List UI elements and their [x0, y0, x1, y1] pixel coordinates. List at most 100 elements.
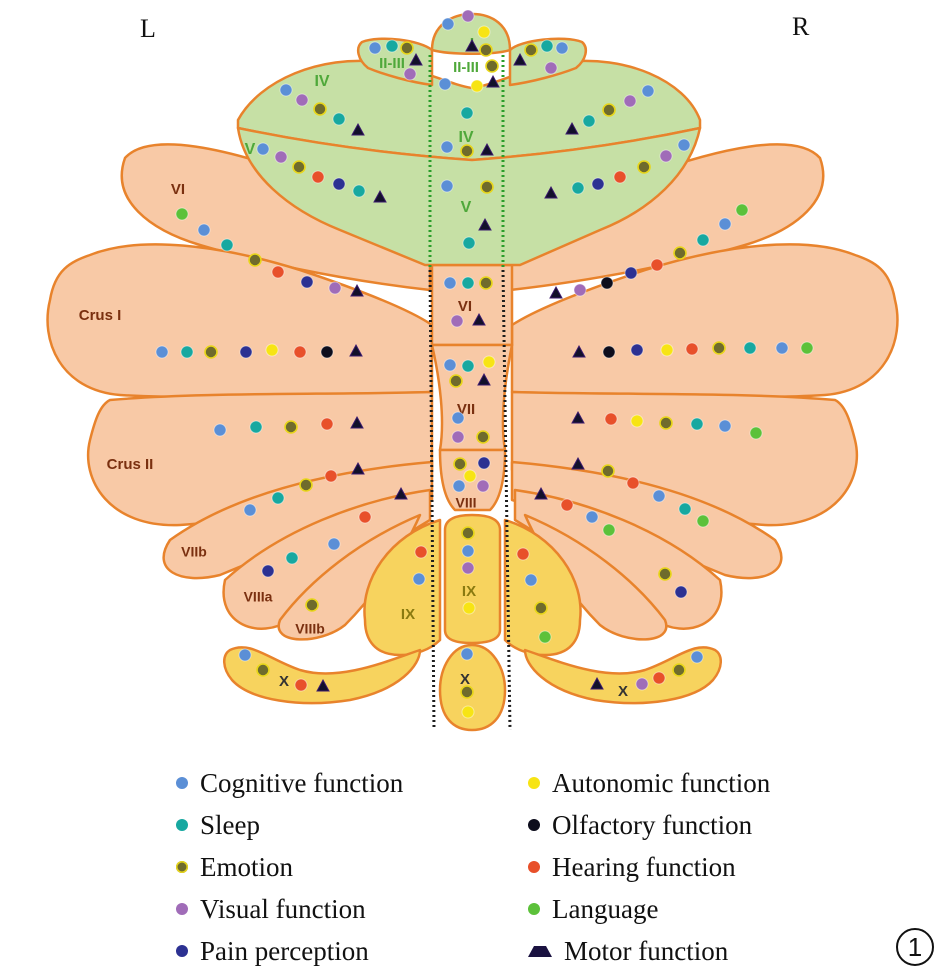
marker-pain-vi-right [624, 266, 638, 280]
legend-label: Language [552, 893, 659, 924]
legend-item-autonomic: Autonomic function [528, 762, 770, 804]
marker-cognitive-crusii-right [718, 419, 732, 433]
marker-visual-viii-vermis [476, 479, 490, 493]
marker-cognitive-v-right [677, 138, 691, 152]
marker-motor-iv-vermis [480, 142, 494, 156]
legend-item-visual: Visual function [176, 888, 403, 930]
marker-emotion-crusi-right [712, 341, 726, 355]
lobule-v-left-right [236, 126, 702, 267]
lobule-label-v-vermis: V [461, 199, 472, 216]
marker-cognitive-crusi-right [775, 341, 789, 355]
legend-label: Cognitive function [200, 767, 404, 798]
lobule-label-ii-iii-left: II-III [379, 55, 405, 72]
marker-emotion-viiib-right [658, 567, 672, 581]
marker-motor-iv-right [565, 121, 579, 135]
lobule-x-vermis [438, 643, 507, 732]
marker-cognitive-viib-left [243, 503, 257, 517]
lobule-label-ii-iii-vermis: II-III [453, 59, 479, 76]
marker-language-viiia-right [602, 523, 616, 537]
marker-emotion-crusii-left [284, 420, 298, 434]
marker-motor-viib-left [351, 461, 365, 475]
marker-motor-viib-right [571, 456, 585, 470]
marker-emotion-i [479, 43, 493, 57]
marker-pain-crusi-right [630, 343, 644, 357]
marker-visual-v-left [274, 150, 288, 164]
triangle-marker-icon [528, 945, 552, 957]
circle-marker-icon [528, 903, 540, 915]
lobule-label-viib-left: VIIb [181, 544, 207, 560]
marker-visual-iv-left [295, 93, 309, 107]
marker-pain-viiib-right [674, 585, 688, 599]
marker-visual-iv-right [623, 94, 637, 108]
marker-cognitive-iv-right [641, 84, 655, 98]
marker-sleep-v-vermis [462, 236, 476, 250]
marker-sleep-vi-right [696, 233, 710, 247]
marker-emotion-vii-vermis [476, 430, 490, 444]
marker-pain-crusi-left [239, 345, 253, 359]
marker-emotion-v-right [637, 160, 651, 174]
marker-language-viib-right [696, 514, 710, 528]
marker-emotion-x-left [256, 663, 270, 677]
marker-cognitive-x-vermis [460, 647, 474, 661]
marker-motor-x-right [590, 676, 604, 690]
marker-autonomic-crusi-right [660, 343, 674, 357]
marker-motor-x-left [316, 678, 330, 692]
legend-label: Emotion [200, 851, 293, 882]
marker-visual-ii-iii-left [403, 67, 417, 81]
marker-sleep-crusi-right [743, 341, 757, 355]
legend-label: Autonomic function [552, 767, 771, 798]
lobule-label-crusi-left: Crus I [79, 307, 122, 324]
vermis-line-left-posterior [428, 269, 436, 731]
marker-visual-vi-right [573, 283, 587, 297]
marker-pain-vi-left [300, 275, 314, 289]
marker-motor-vi-vermis [472, 312, 486, 326]
lobule-label-vi-left: VI [171, 181, 185, 198]
marker-autonomic-crusi-left [265, 343, 279, 357]
lobule-label-x-left: X [279, 673, 289, 690]
marker-cognitive-crusi-left [155, 345, 169, 359]
marker-motor-viiia-right [534, 486, 548, 500]
marker-emotion-v-vermis [480, 180, 494, 194]
marker-hearing-crusii-left [320, 417, 334, 431]
lobule-ix-vermis [443, 513, 502, 645]
circle-marker-icon [176, 777, 188, 789]
figure-number-badge: 1 [896, 928, 934, 966]
marker-sleep-viiia-left [285, 551, 299, 565]
circle-marker-icon [528, 819, 540, 831]
marker-pain-v-right [591, 177, 605, 191]
legend-label: Motor function [564, 935, 729, 966]
marker-cognitive-ii-iii-vermis [438, 77, 452, 91]
marker-visual-ii-iii-right [544, 61, 558, 75]
marker-emotion-x-vermis [460, 685, 474, 699]
marker-cognitive-ix-right [524, 573, 538, 587]
marker-visual-i [461, 9, 475, 23]
marker-cognitive-v-vermis [440, 179, 454, 193]
marker-sleep-iv-left [332, 112, 346, 126]
circle-marker-icon [176, 945, 188, 957]
marker-emotion-vii-vermis [449, 374, 463, 388]
marker-cognitive-v-left [256, 142, 270, 156]
legend-label: Visual function [200, 893, 366, 924]
marker-sleep-crusii-right [690, 417, 704, 431]
marker-cognitive-x-left [238, 648, 252, 662]
marker-emotion-iv-left [313, 102, 327, 116]
legend-label: Sleep [200, 809, 260, 840]
marker-motor-crusii-right [571, 410, 585, 424]
lobule-label-ix-left: IX [401, 606, 415, 623]
legend-item-hearing: Hearing function [528, 846, 770, 888]
marker-motor-v-vermis [478, 217, 492, 231]
circle-marker-icon [176, 861, 188, 873]
marker-sleep-iv-right [582, 114, 596, 128]
vermis-boundary-lines [428, 55, 512, 731]
marker-autonomic-i [477, 25, 491, 39]
marker-sleep-viib-right [678, 502, 692, 516]
marker-autonomic-x-vermis [461, 705, 475, 719]
marker-motor-crusi-left [349, 343, 363, 357]
marker-cognitive-ix-left [412, 572, 426, 586]
marker-pain-v-left [332, 177, 346, 191]
marker-cognitive-crusii-left [213, 423, 227, 437]
marker-hearing-crusi-right [685, 342, 699, 356]
marker-pain-viiia-left [261, 564, 275, 578]
circle-marker-icon [528, 861, 540, 873]
